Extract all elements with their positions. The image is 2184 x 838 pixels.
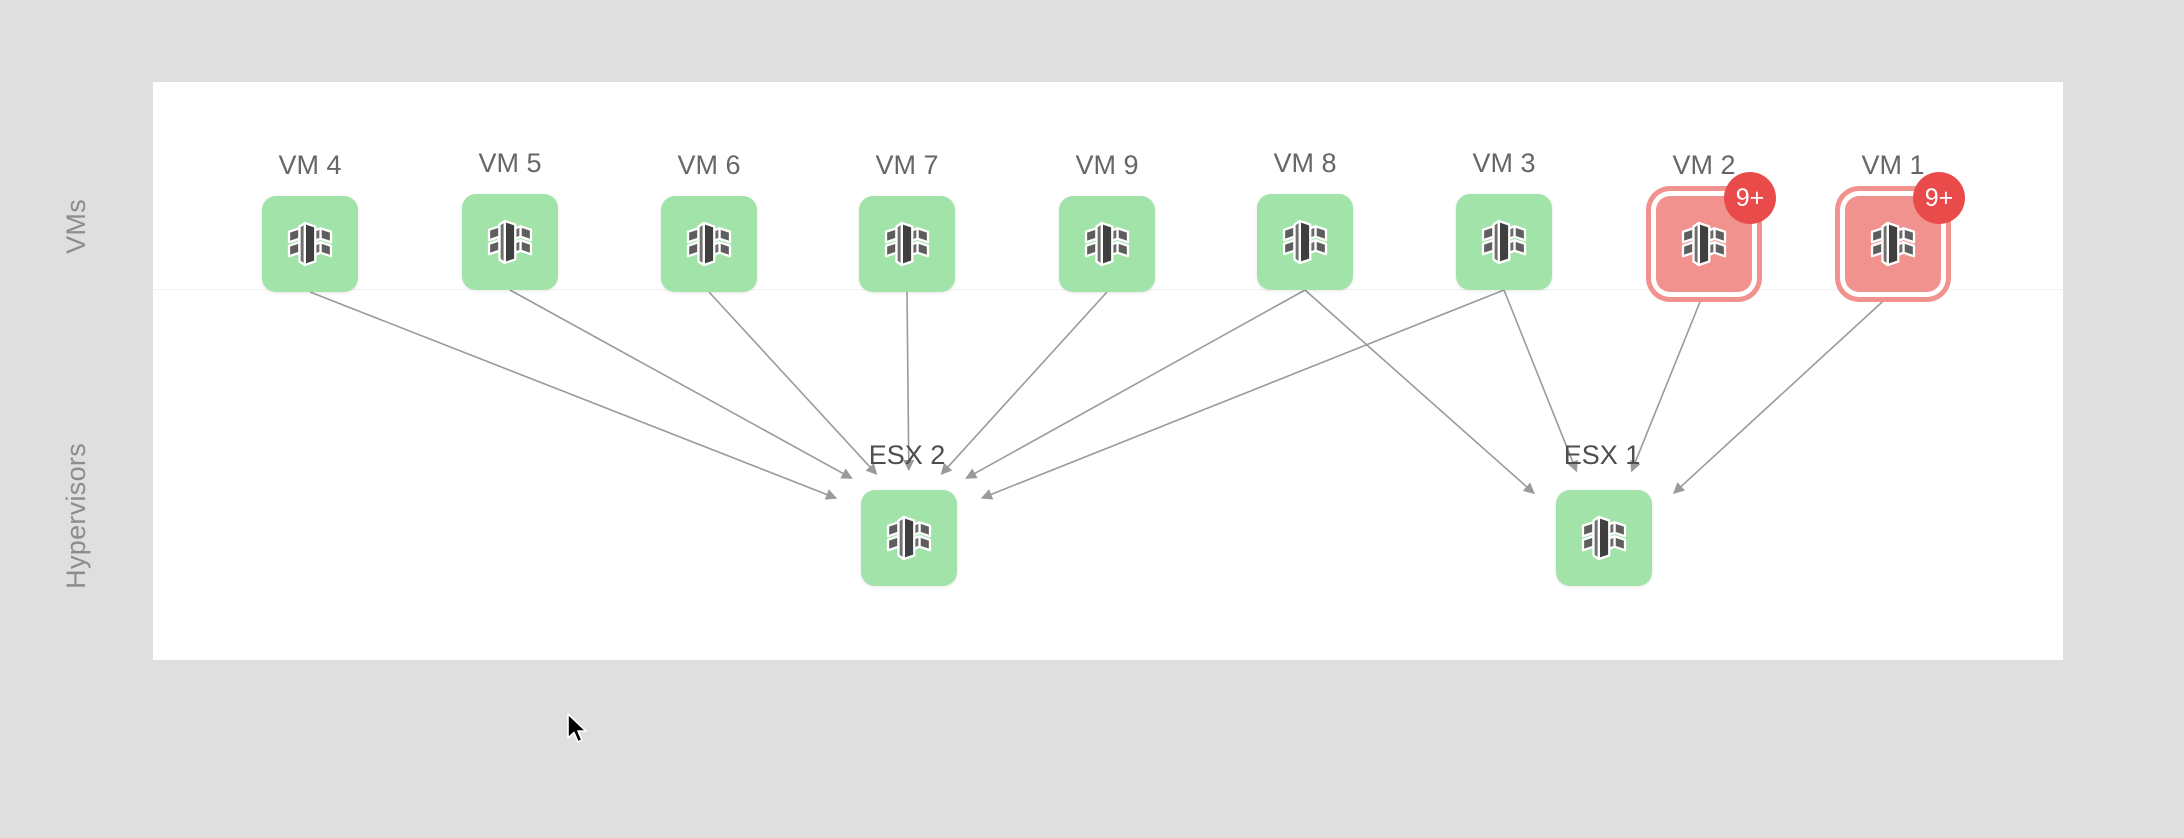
vm-node-label: VM 3 — [1472, 148, 1536, 178]
vm-node-vm7[interactable]: VM 7 — [859, 150, 955, 292]
server-icon — [1084, 221, 1130, 267]
vm-node-vm4[interactable]: VM 4 — [262, 150, 358, 292]
node-tile[interactable] — [1456, 194, 1552, 290]
edge-vm8-to-esx2 — [965, 289, 1306, 479]
node-tile[interactable] — [1556, 490, 1652, 586]
node-tile[interactable] — [859, 196, 955, 292]
server-icon — [1870, 221, 1916, 267]
edge-vm3-to-esx2 — [980, 289, 1505, 500]
swimlane-label-vms: VMs — [61, 199, 91, 254]
hypervisor-node-esx2[interactable] — [861, 490, 957, 586]
mouse-cursor — [567, 713, 587, 743]
vm-node-vm6[interactable]: VM 6 — [661, 150, 757, 292]
node-tile[interactable] — [462, 194, 558, 290]
server-icon — [1581, 515, 1627, 561]
vm-node-label: VM 4 — [278, 150, 342, 180]
server-icon — [287, 221, 333, 267]
edge-vm2-to-esx1 — [1630, 291, 1705, 473]
vm-node-label: VM 1 — [1861, 150, 1925, 180]
edge-vm6-to-esx2 — [708, 291, 878, 476]
vm-node-vm9[interactable]: VM 9 — [1059, 150, 1155, 292]
vm-node-vm3[interactable]: VM 3 — [1456, 148, 1552, 290]
hypervisor-node-label: ESX 1 — [1563, 440, 1641, 470]
server-icon — [487, 219, 533, 265]
node-tile[interactable] — [1845, 196, 1941, 292]
node-tile[interactable] — [262, 196, 358, 292]
node-tile[interactable] — [1257, 194, 1353, 290]
alert-count-badge[interactable]: 9+ — [1913, 172, 1965, 224]
vm-node-label: VM 9 — [1075, 150, 1139, 180]
vm-node-label: VM 2 — [1672, 150, 1736, 180]
node-tile[interactable] — [661, 196, 757, 292]
vm-node-label: VM 8 — [1273, 148, 1337, 178]
vm-node-label: VM 5 — [478, 148, 542, 178]
server-icon — [886, 515, 932, 561]
hypervisor-node-esx1[interactable] — [1556, 490, 1652, 586]
vm-node-label: VM 7 — [875, 150, 939, 180]
vm-node-vm5[interactable]: VM 5 — [462, 148, 558, 290]
server-icon — [1681, 221, 1727, 267]
swimlane-label-hypervisors: Hypervisors — [61, 442, 91, 589]
alert-count-badge[interactable]: 9+ — [1724, 172, 1776, 224]
server-icon — [884, 221, 930, 267]
edge-vm8-to-esx1 — [1304, 289, 1535, 495]
edge-vm5-to-esx2 — [509, 289, 853, 479]
vm-node-label: VM 6 — [677, 150, 741, 180]
hypervisor-node-label: ESX 2 — [868, 440, 946, 470]
edge-vm9-to-esx2 — [940, 291, 1108, 475]
node-tile[interactable] — [861, 490, 957, 586]
server-icon — [686, 221, 732, 267]
edge-vm1-to-esx1 — [1672, 291, 1894, 494]
swimlane-rail-hypervisors: Hypervisors — [0, 371, 153, 660]
vm-node-vm8[interactable]: VM 8 — [1257, 148, 1353, 290]
swimlane-rail-vms: VMs — [0, 82, 153, 371]
server-icon — [1481, 219, 1527, 265]
node-tile[interactable] — [1059, 196, 1155, 292]
edge-vm4-to-esx2 — [309, 291, 838, 500]
node-tile[interactable] — [1656, 196, 1752, 292]
server-icon — [1282, 219, 1328, 265]
